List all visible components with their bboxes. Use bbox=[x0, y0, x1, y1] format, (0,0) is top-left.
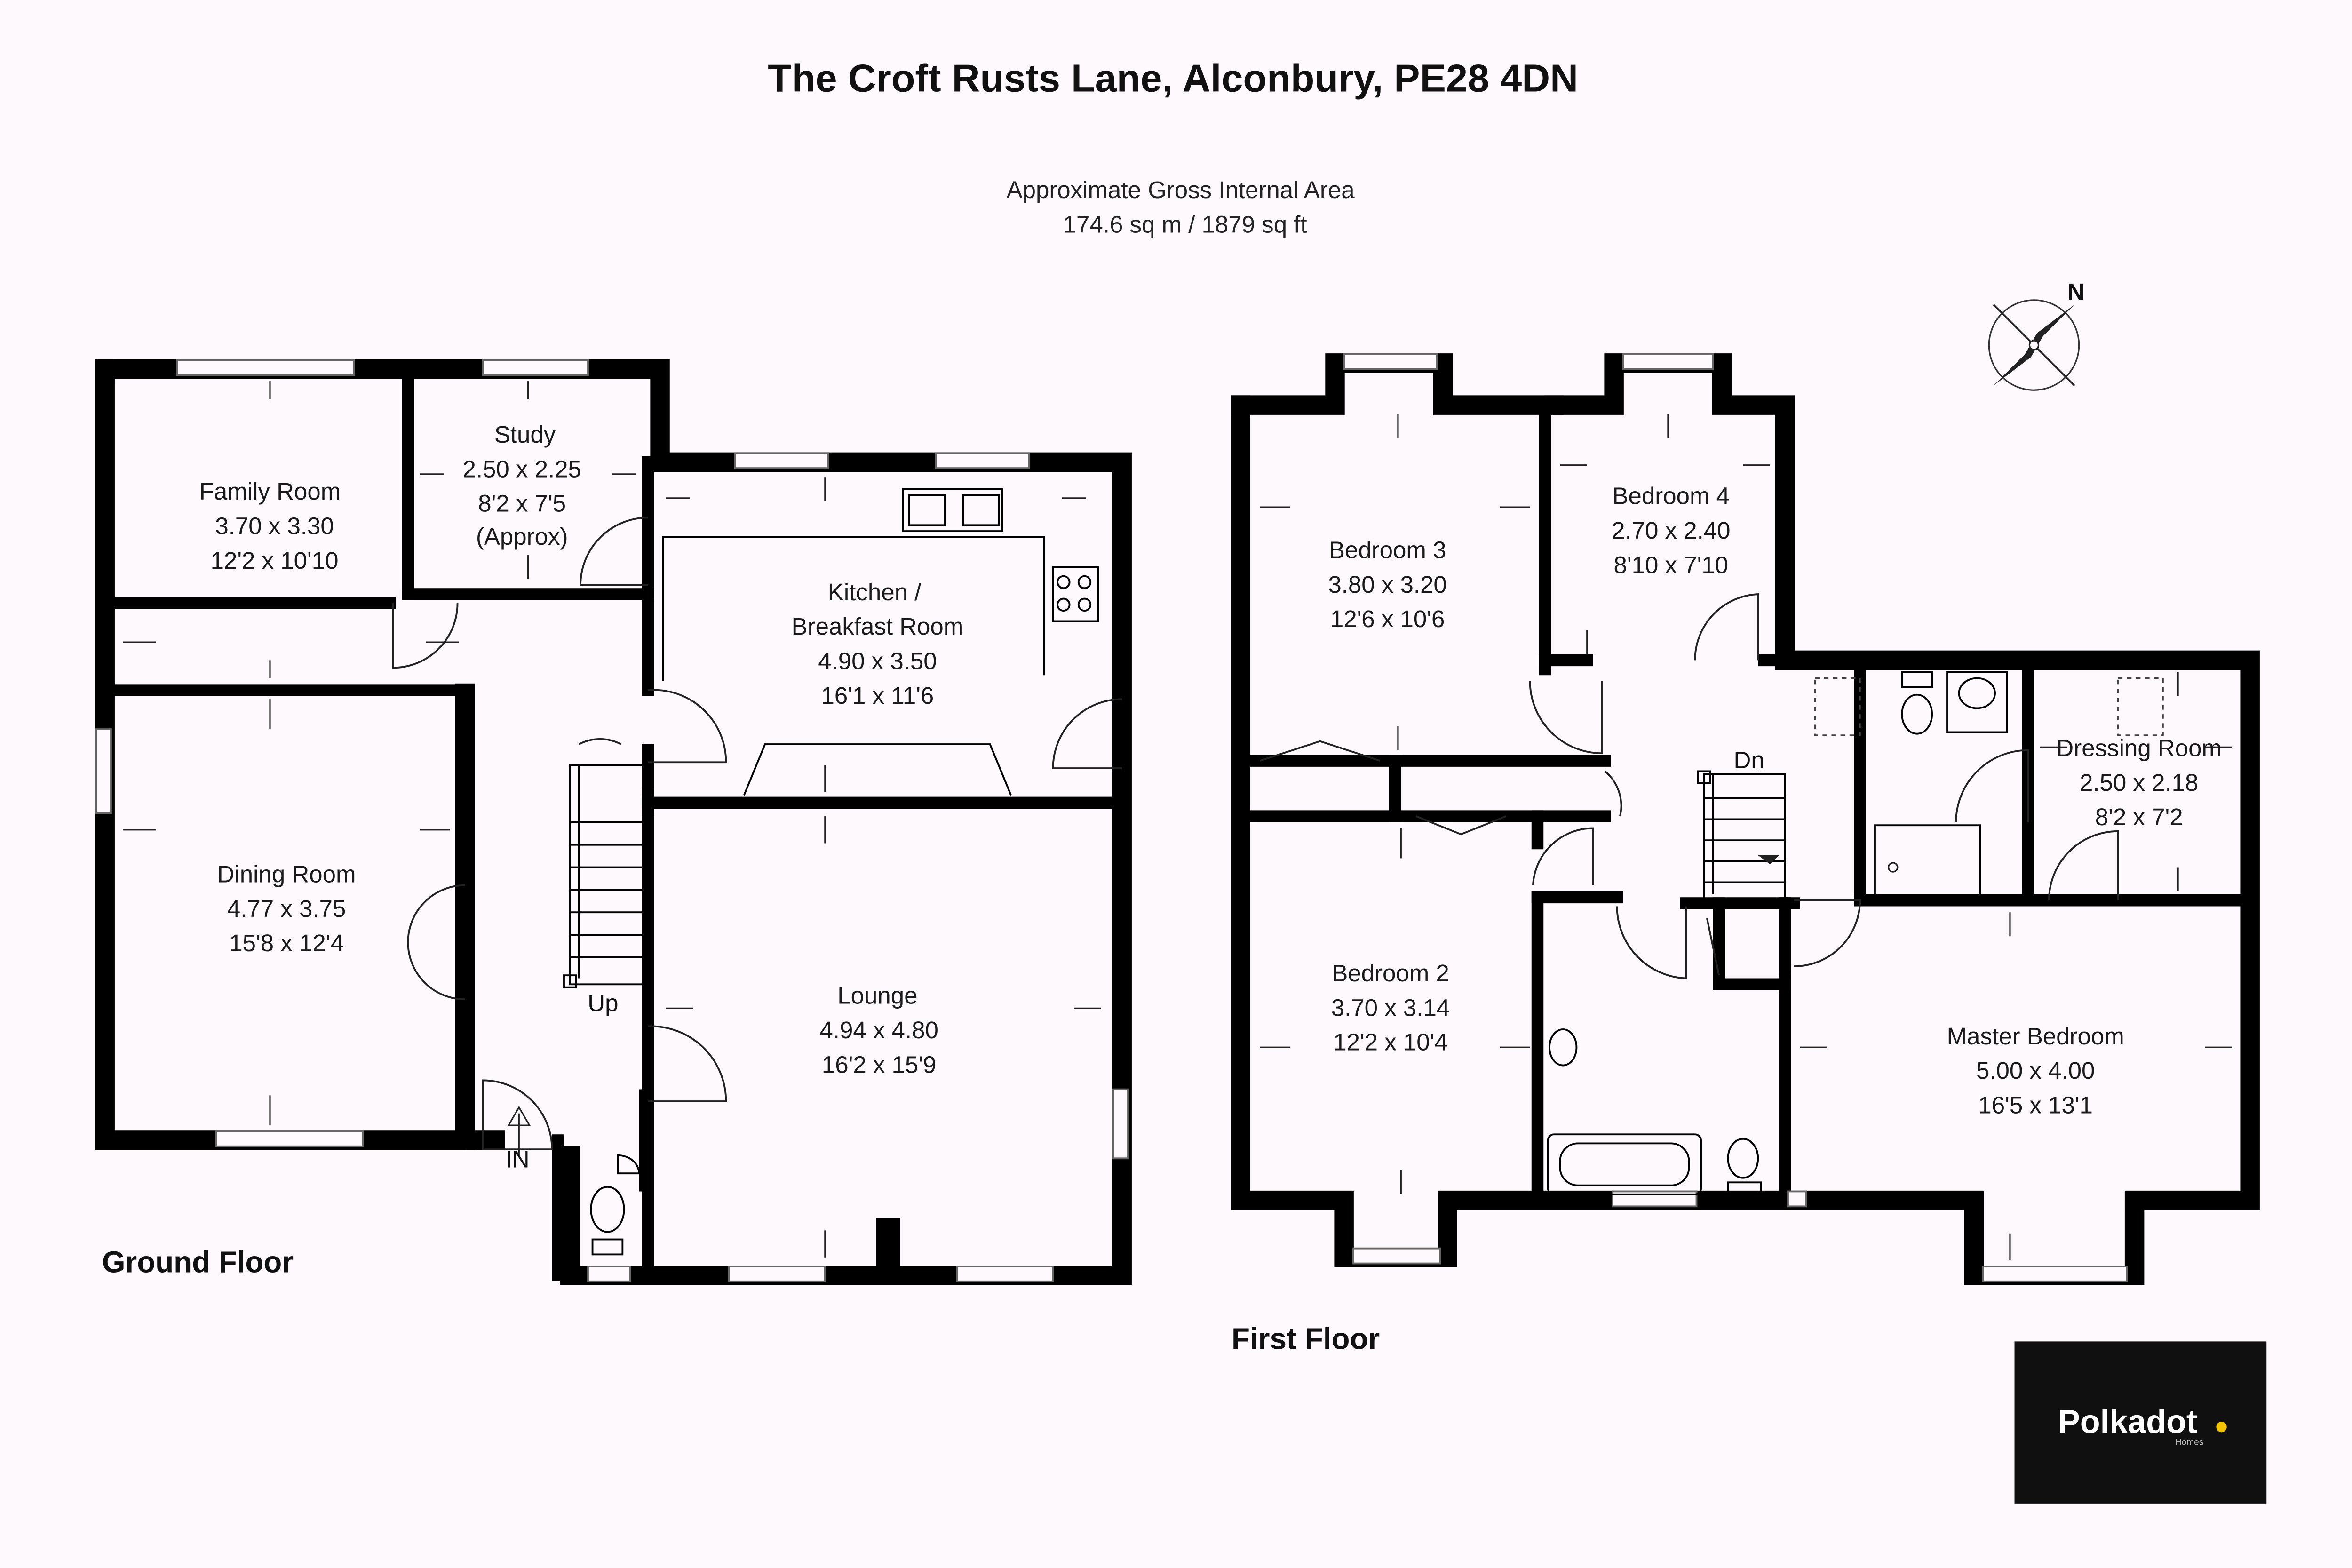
ground-floor-label: Ground Floor bbox=[102, 1245, 294, 1279]
svg-text:4.77 x 3.75: 4.77 x 3.75 bbox=[227, 895, 346, 922]
logo-background bbox=[2014, 1341, 2267, 1504]
room-kitchen-breakfast: Kitchen / Breakfast Room 4.90 x 3.50 16'… bbox=[792, 579, 964, 709]
svg-text:4.94 x 4.80: 4.94 x 4.80 bbox=[819, 1017, 938, 1043]
svg-text:2.50 x 2.25: 2.50 x 2.25 bbox=[462, 455, 581, 482]
svg-text:12'6 x 10'6: 12'6 x 10'6 bbox=[1330, 605, 1445, 632]
svg-text:3.70 x 3.14: 3.70 x 3.14 bbox=[1331, 994, 1450, 1021]
svg-text:Bedroom 3: Bedroom 3 bbox=[1329, 536, 1446, 563]
stairs-up-label: Up bbox=[588, 990, 618, 1017]
room-dining: Dining Room 4.77 x 3.75 15'8 x 12'4 bbox=[217, 860, 356, 956]
plan-title: The Croft Rusts Lane, Alconbury, PE28 4D… bbox=[768, 56, 1578, 100]
svg-text:3.80 x 3.20: 3.80 x 3.20 bbox=[1328, 571, 1446, 598]
room-lounge: Lounge 4.94 x 4.80 16'2 x 15'9 bbox=[819, 982, 938, 1078]
svg-text:Breakfast Room: Breakfast Room bbox=[792, 613, 964, 640]
svg-text:12'2 x 10'4: 12'2 x 10'4 bbox=[1333, 1029, 1448, 1056]
svg-text:8'10 x 7'10: 8'10 x 7'10 bbox=[1614, 551, 1729, 578]
svg-text:16'5 x 13'1: 16'5 x 13'1 bbox=[1978, 1092, 2093, 1119]
stairs-down-label: Dn bbox=[1734, 747, 1764, 773]
logo-subtitle: Homes bbox=[2175, 1437, 2204, 1447]
svg-text:4.90 x 3.50: 4.90 x 3.50 bbox=[818, 648, 937, 675]
svg-text:Bedroom 4: Bedroom 4 bbox=[1613, 483, 1730, 509]
room-family-room: Family Room 3.70 x 3.30 12'2 x 10'10 bbox=[199, 478, 341, 574]
svg-text:Dining Room: Dining Room bbox=[217, 860, 356, 887]
first-floor-label: First Floor bbox=[1232, 1321, 1380, 1355]
svg-text:2.70 x 2.40: 2.70 x 2.40 bbox=[1612, 517, 1730, 544]
ground-floor-plan bbox=[95, 359, 1132, 1285]
svg-text:Family Room: Family Room bbox=[199, 478, 341, 505]
room-dressing-room: Dressing Room 2.50 x 2.18 8'2 x 7'2 bbox=[2056, 734, 2222, 830]
area-heading: Approximate Gross Internal Area bbox=[1007, 176, 1355, 203]
svg-text:16'2 x 15'9: 16'2 x 15'9 bbox=[822, 1051, 937, 1078]
area-value: 174.6 sq m / 1879 sq ft bbox=[1063, 211, 1307, 238]
svg-text:Dressing Room: Dressing Room bbox=[2056, 734, 2222, 761]
svg-text:8'2 x 7'2: 8'2 x 7'2 bbox=[2095, 804, 2183, 830]
room-bedroom-3: Bedroom 3 3.80 x 3.20 12'6 x 10'6 bbox=[1328, 536, 1446, 632]
room-study: Study 2.50 x 2.25 8'2 x 7'5 (Approx) bbox=[462, 421, 581, 550]
svg-text:16'1 x 11'6: 16'1 x 11'6 bbox=[821, 682, 934, 709]
logo-wordmark: Polkadot bbox=[2058, 1403, 2197, 1440]
svg-text:Master Bedroom: Master Bedroom bbox=[1947, 1023, 2124, 1050]
entrance-label: IN bbox=[506, 1146, 530, 1172]
compass-north-label: N bbox=[2067, 279, 2085, 305]
first-floor-plan bbox=[1231, 353, 2260, 1285]
svg-text:8'2 x 7'5: 8'2 x 7'5 bbox=[478, 490, 566, 517]
svg-text:Bedroom 2: Bedroom 2 bbox=[1332, 960, 1449, 987]
svg-text:(Approx): (Approx) bbox=[476, 523, 568, 550]
logo-dot-icon bbox=[2216, 1422, 2227, 1433]
svg-text:Kitchen /: Kitchen / bbox=[828, 579, 922, 605]
svg-text:15'8 x 12'4: 15'8 x 12'4 bbox=[229, 930, 344, 956]
svg-text:3.70 x 3.30: 3.70 x 3.30 bbox=[215, 512, 334, 539]
room-bedroom-2: Bedroom 2 3.70 x 3.14 12'2 x 10'4 bbox=[1331, 960, 1450, 1056]
svg-text:12'2 x 10'10: 12'2 x 10'10 bbox=[211, 547, 339, 574]
svg-text:5.00 x 4.00: 5.00 x 4.00 bbox=[1976, 1057, 2095, 1084]
room-bedroom-4: Bedroom 4 2.70 x 2.40 8'10 x 7'10 bbox=[1612, 483, 1730, 579]
svg-text:2.50 x 2.18: 2.50 x 2.18 bbox=[2080, 769, 2198, 796]
polkadot-logo: Polkadot Homes bbox=[2014, 1341, 2267, 1504]
svg-text:Study: Study bbox=[494, 421, 556, 448]
svg-text:Lounge: Lounge bbox=[837, 982, 917, 1009]
room-master-bedroom: Master Bedroom 5.00 x 4.00 16'5 x 13'1 bbox=[1947, 1023, 2124, 1119]
